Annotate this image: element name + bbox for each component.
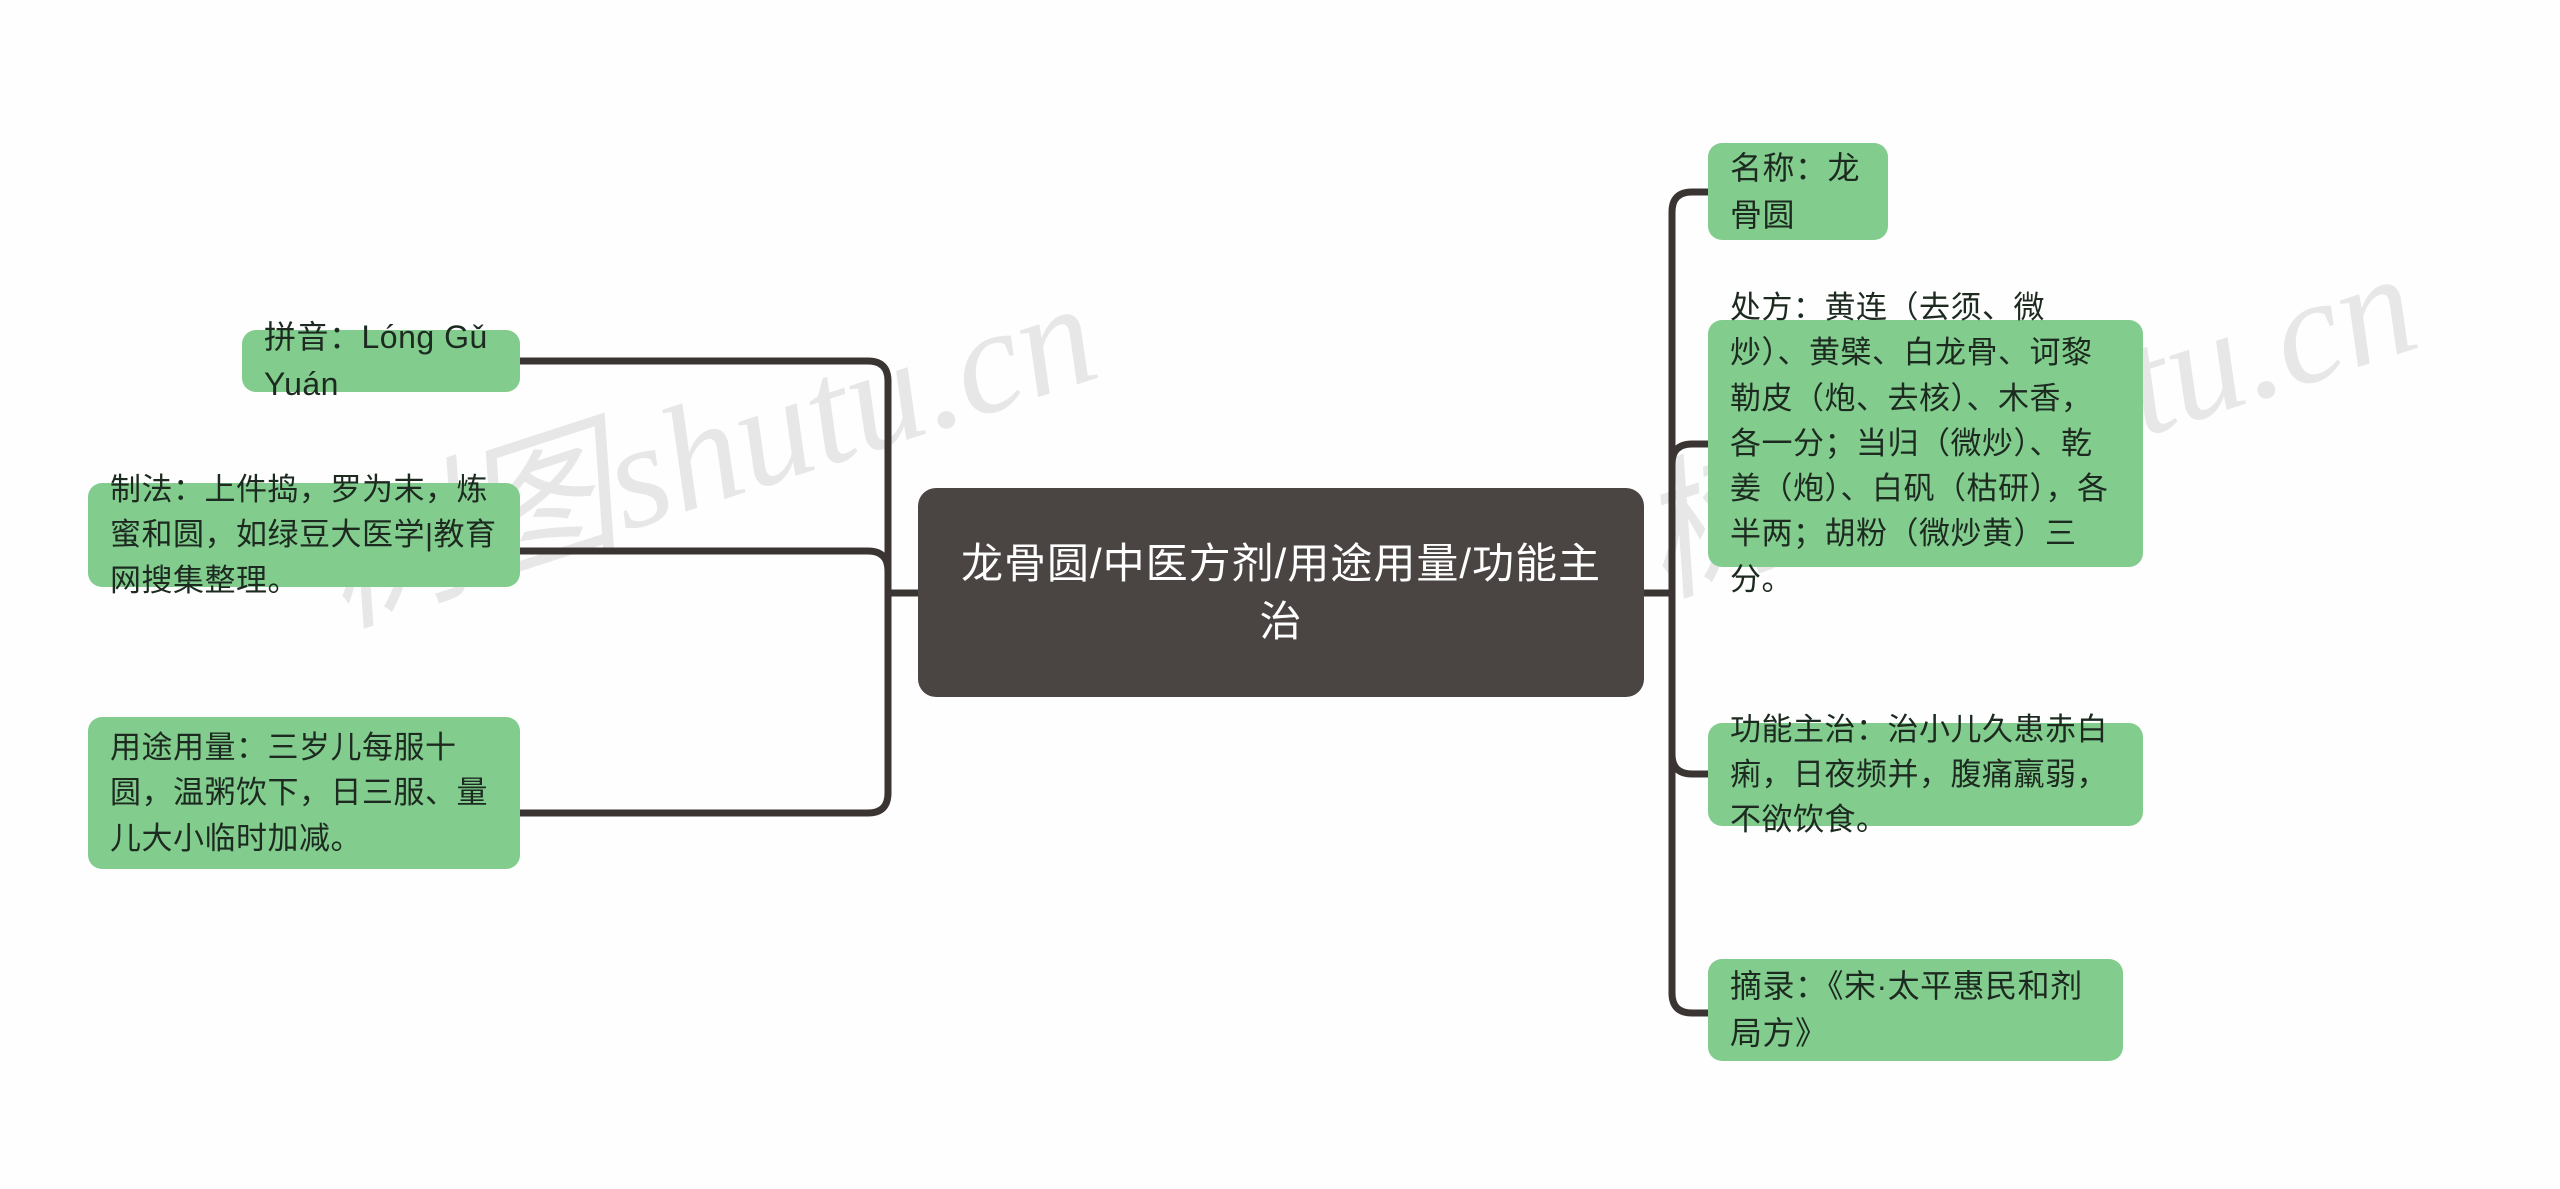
node-source-label: 摘录：《宋·太平惠民和剂局方》: [1730, 968, 2083, 1051]
left-link-yongtu: [516, 789, 892, 817]
node-pinyin[interactable]: 拼音：Lóng Gǔ Yuán: [242, 319, 520, 402]
node-center-topic[interactable]: 龙骨圆/中医方剂/用途用量/功能主治: [918, 488, 1644, 697]
node-usage-dosage-label: 用途用量：三岁儿每服十圆，温粥饮下，日三服、量儿大小临时加减。: [110, 730, 488, 856]
node-preparation-method[interactable]: 制法：上件捣，罗为末，炼蜜和圆，如绿豆大医学|教育网搜集整理。: [88, 472, 520, 598]
node-prescription-label: 处方：黄连（去须、微炒）、黄檗、白龙骨、诃黎勒皮（炮、去核）、木香，各一分；当归…: [1730, 290, 2109, 597]
node-usage-dosage[interactable]: 用途用量：三岁儿每服十圆，温粥饮下，日三服、量儿大小临时加减。: [88, 717, 520, 869]
right-link-mingcheng: [1668, 188, 1712, 216]
node-indications-label: 功能主治：治小儿久患赤白痢，日夜频并，腹痛羸弱，不欲饮食。: [1730, 711, 2108, 838]
left-link-zhifa: [516, 547, 892, 575]
node-pinyin-label: 拼音：Lóng Gǔ Yuán: [264, 319, 488, 402]
node-source[interactable]: 摘录：《宋·太平惠民和剂局方》: [1708, 959, 2123, 1061]
node-indications[interactable]: 功能主治：治小儿久患赤白痢，日夜频并，腹痛羸弱，不欲饮食。: [1708, 712, 2143, 837]
node-prescription[interactable]: 处方：黄连（去须、微炒）、黄檗、白龙骨、诃黎勒皮（炮、去核）、木香，各一分；当归…: [1708, 290, 2143, 597]
left-link-pinyin: [516, 357, 892, 385]
right-link-gongneng: [1668, 750, 1712, 778]
node-name[interactable]: 名称：龙骨圆: [1708, 143, 1888, 240]
right-link-zhailu: [1668, 989, 1712, 1017]
right-link-chufang: [1668, 440, 1712, 468]
node-center-topic-label: 龙骨圆/中医方剂/用途用量/功能主治: [960, 539, 1601, 645]
node-name-label: 名称：龙骨圆: [1730, 149, 1861, 233]
node-preparation-method-label: 制法：上件捣，罗为末，炼蜜和圆，如绿豆大医学|教育网搜集整理。: [110, 472, 497, 598]
